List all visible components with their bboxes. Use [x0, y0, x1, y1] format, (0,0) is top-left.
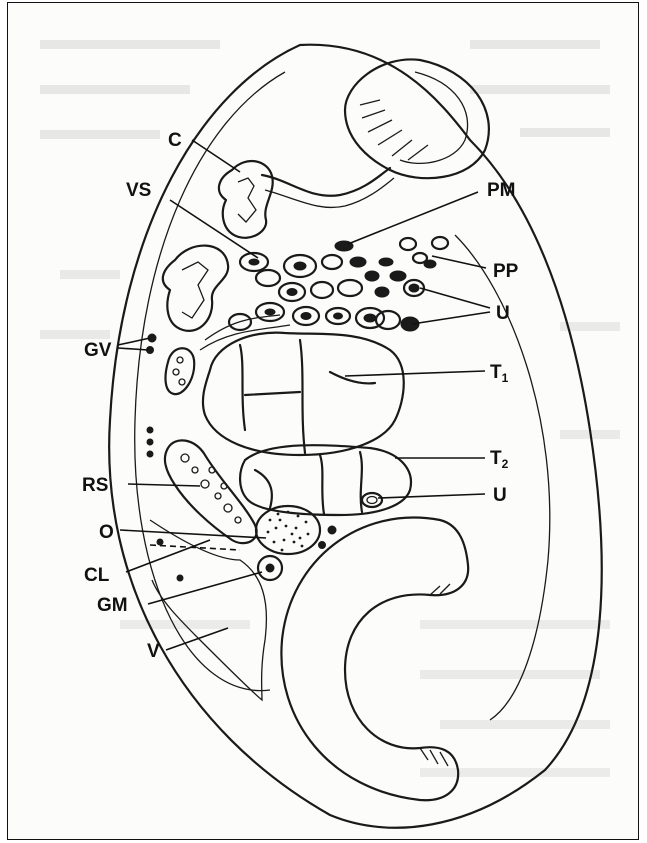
label-T2: T2	[490, 448, 509, 471]
label-GM: GM	[97, 595, 128, 616]
V-dot	[177, 575, 183, 581]
label-U-upper: U	[496, 303, 510, 324]
structure-GM	[258, 556, 282, 580]
organ-C-inner-folds	[238, 178, 256, 222]
structure-V	[150, 520, 266, 700]
structure-PP	[404, 237, 448, 296]
left-convoluted-organ	[163, 246, 228, 331]
label-VS: VS	[126, 180, 151, 201]
label-RS: RS	[82, 475, 108, 496]
inner-cavity-outline	[135, 72, 285, 691]
organ-C	[219, 161, 273, 238]
label-GV: GV	[84, 340, 112, 361]
ovary-stipple	[267, 511, 310, 552]
label-PM: PM	[487, 180, 516, 201]
ventral-crescent	[281, 518, 468, 801]
body-wall-outline	[109, 45, 602, 828]
label-PP: PP	[493, 261, 519, 282]
label-CL: CL	[84, 565, 110, 586]
left-tubular-organ-cells	[173, 357, 185, 385]
T1-lobe-divisions	[240, 340, 375, 453]
CL-dot	[157, 539, 163, 545]
label-T1: T1	[490, 362, 509, 385]
label-O: O	[99, 522, 114, 543]
dorsal-lobe-hatching	[360, 100, 428, 160]
label-C: C	[168, 130, 182, 151]
dorsal-lobe-inner	[400, 72, 468, 163]
T2-lobe-divisions	[255, 452, 362, 514]
duct-C-tube	[262, 168, 390, 196]
structure-GV-dots	[147, 334, 157, 457]
structure-U-lower	[319, 493, 383, 549]
bleed-through-texture	[40, 40, 620, 777]
label-V: V	[147, 641, 160, 662]
left-convoluted-organ-folds	[182, 262, 208, 318]
left-tubular-organ	[166, 348, 195, 394]
label-T1-subscript: 1	[502, 371, 509, 385]
label-U-lower: U	[493, 485, 507, 506]
label-T2-subscript: 2	[502, 457, 509, 471]
